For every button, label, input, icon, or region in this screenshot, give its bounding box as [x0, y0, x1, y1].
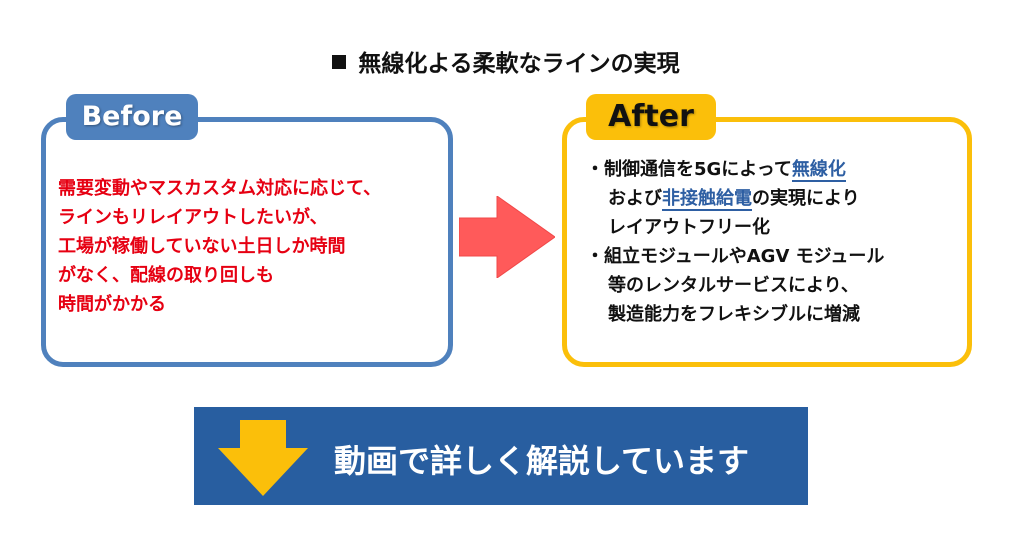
arrow-right-icon: [459, 196, 555, 278]
highlight-contactless-power: 非接触給電: [662, 188, 752, 211]
after-item-2-line-2: 等のレンタルサービスにより、: [608, 275, 859, 296]
before-panel: [41, 117, 453, 367]
after-label: After: [586, 94, 716, 140]
after-text-segment: 制御通信を5Gによって: [604, 159, 792, 180]
after-text-segment: の実現により: [752, 188, 860, 209]
page-title: 無線化よる柔軟なラインの実現: [0, 44, 1012, 78]
before-line: 需要変動やマスカスタム対応に応じて、: [58, 178, 382, 199]
after-panel: [562, 117, 972, 367]
after-item-1-line-3: レイアウトフリー化: [608, 217, 770, 238]
before-line: 工場が稼働していない土日しか時間: [58, 236, 346, 257]
before-line: 時間がかかる: [58, 294, 166, 315]
after-text-segment: および: [608, 188, 662, 209]
after-text-segment: 組立モジュールやAGV モジュール: [604, 246, 885, 267]
before-label: Before: [66, 94, 198, 140]
after-item-1-line-2: および非接触給電の実現により: [586, 184, 966, 213]
after-description: ・制御通信を5Gによって無線化 および非接触給電の実現により レイアウトフリー化…: [586, 155, 966, 329]
highlight-wireless: 無線化: [791, 159, 846, 182]
banner-text[interactable]: 動画で詳しく解説しています: [334, 442, 750, 480]
before-line: がなく、配線の取り回しも: [58, 265, 274, 286]
after-item-1-line-1: ・制御通信を5Gによって無線化: [586, 155, 966, 184]
after-item-2-line-3: 製造能力をフレキシブルに増減: [608, 304, 860, 325]
arrow-down-icon: [218, 420, 308, 496]
bullet: ・: [586, 246, 604, 267]
before-description: 需要変動やマスカスタム対応に応じて、 ラインもリレイアウトしたいが、 工場が稼働…: [58, 174, 448, 319]
bullet: ・: [586, 159, 604, 180]
after-item-2-line-1: ・組立モジュールやAGV モジュール: [586, 242, 966, 271]
page-title-text: 無線化よる柔軟なラインの実現: [358, 51, 680, 77]
square-bullet-icon: [332, 55, 347, 69]
before-line: ラインもリレイアウトしたいが、: [58, 207, 328, 228]
